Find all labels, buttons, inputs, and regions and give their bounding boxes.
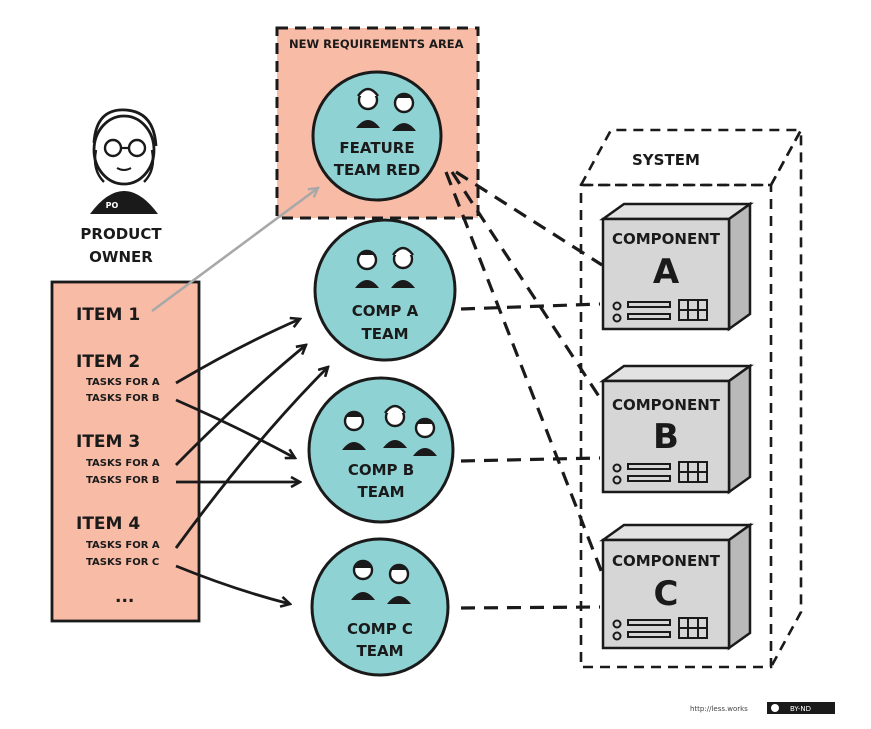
system-label: SYSTEM <box>632 151 700 169</box>
item1-to-feature-team-arrow <box>151 188 318 313</box>
team-member-icon <box>355 249 379 288</box>
feature-team-red: FEATURE TEAM RED <box>311 70 443 202</box>
team-member-icon <box>351 559 375 600</box>
license-url: http://less.works <box>690 705 748 713</box>
backlog-item-4-task-a: TASKS FOR A <box>86 540 160 551</box>
component-b-letter: B <box>653 417 679 457</box>
backlog-item-3-task-b: TASKS FOR B <box>86 475 160 486</box>
backlog-item-2: ITEM 2 <box>76 352 140 372</box>
component-b-panel-icon <box>612 461 708 485</box>
backlog-more: ... <box>115 587 134 607</box>
requirements-area-label: NEW REQUIREMENTS AREA <box>289 37 464 51</box>
team-member-icon <box>356 87 380 128</box>
backlog-item-2-task-b: TASKS FOR B <box>86 393 160 404</box>
license-badge-text: BY-ND <box>790 705 811 713</box>
comp-c-team-line2: TEAM <box>356 642 403 660</box>
component-c-panel-icon <box>612 617 708 641</box>
product-backlog: ITEM 1 ITEM 2 TASKS FOR A TASKS FOR B IT… <box>50 280 201 623</box>
comp-c-team: COMP C TEAM <box>310 537 450 677</box>
component-b-label: COMPONENT <box>612 396 721 414</box>
product-owner-label-line1: PRODUCT <box>80 225 162 243</box>
backlog-team-arrows <box>151 188 328 604</box>
product-owner-badge: PO <box>106 201 119 210</box>
product-owner-label-line2: OWNER <box>89 248 153 266</box>
component-b: COMPONENT B <box>599 363 754 495</box>
component-c-label: COMPONENT <box>612 552 721 570</box>
team-component-links <box>444 170 604 610</box>
team-member-icon <box>383 404 407 448</box>
product-owner-icon <box>90 108 158 214</box>
license-footer: http://less.works BY-ND <box>690 702 835 714</box>
comp-a-team: COMP A TEAM <box>313 218 457 362</box>
cc-icon <box>771 704 779 712</box>
feature-team-line2: TEAM RED <box>334 161 420 179</box>
backlog-item-1: ITEM 1 <box>76 305 140 325</box>
component-a-panel-icon <box>612 299 708 323</box>
feature-team-line1: FEATURE <box>339 139 414 157</box>
comp-a-team-line2: TEAM <box>361 325 408 343</box>
comp-b-team-line1: COMP B <box>348 461 414 479</box>
component-a: COMPONENT A <box>599 201 754 332</box>
backlog-item-3-task-a: TASKS FOR A <box>86 458 160 469</box>
backlog-item-2-task-a: TASKS FOR A <box>86 377 160 388</box>
team-member-icon <box>391 246 415 288</box>
license-badge <box>767 702 835 714</box>
backlog-item-3: ITEM 3 <box>76 432 140 452</box>
backlog-item-4: ITEM 4 <box>76 514 140 534</box>
team-member-icon <box>387 563 411 604</box>
comp-b-team: COMP B TEAM <box>307 376 455 524</box>
system-box: SYSTEM <box>578 128 804 669</box>
team-member-icon <box>342 410 366 450</box>
comp-c-team-line1: COMP C <box>347 620 413 638</box>
comp-b-team-line2: TEAM <box>357 483 404 501</box>
team-member-icon <box>413 417 437 456</box>
component-a-letter: A <box>653 252 680 292</box>
component-a-label: COMPONENT <box>612 230 721 248</box>
component-c: COMPONENT C <box>599 522 754 651</box>
backlog-item-4-task-c: TASKS FOR C <box>86 557 159 568</box>
comp-a-team-line1: COMP A <box>352 302 419 320</box>
component-c-letter: C <box>654 574 679 614</box>
product-owner: PO PRODUCT OWNER <box>80 108 162 266</box>
team-member-icon <box>392 92 416 131</box>
